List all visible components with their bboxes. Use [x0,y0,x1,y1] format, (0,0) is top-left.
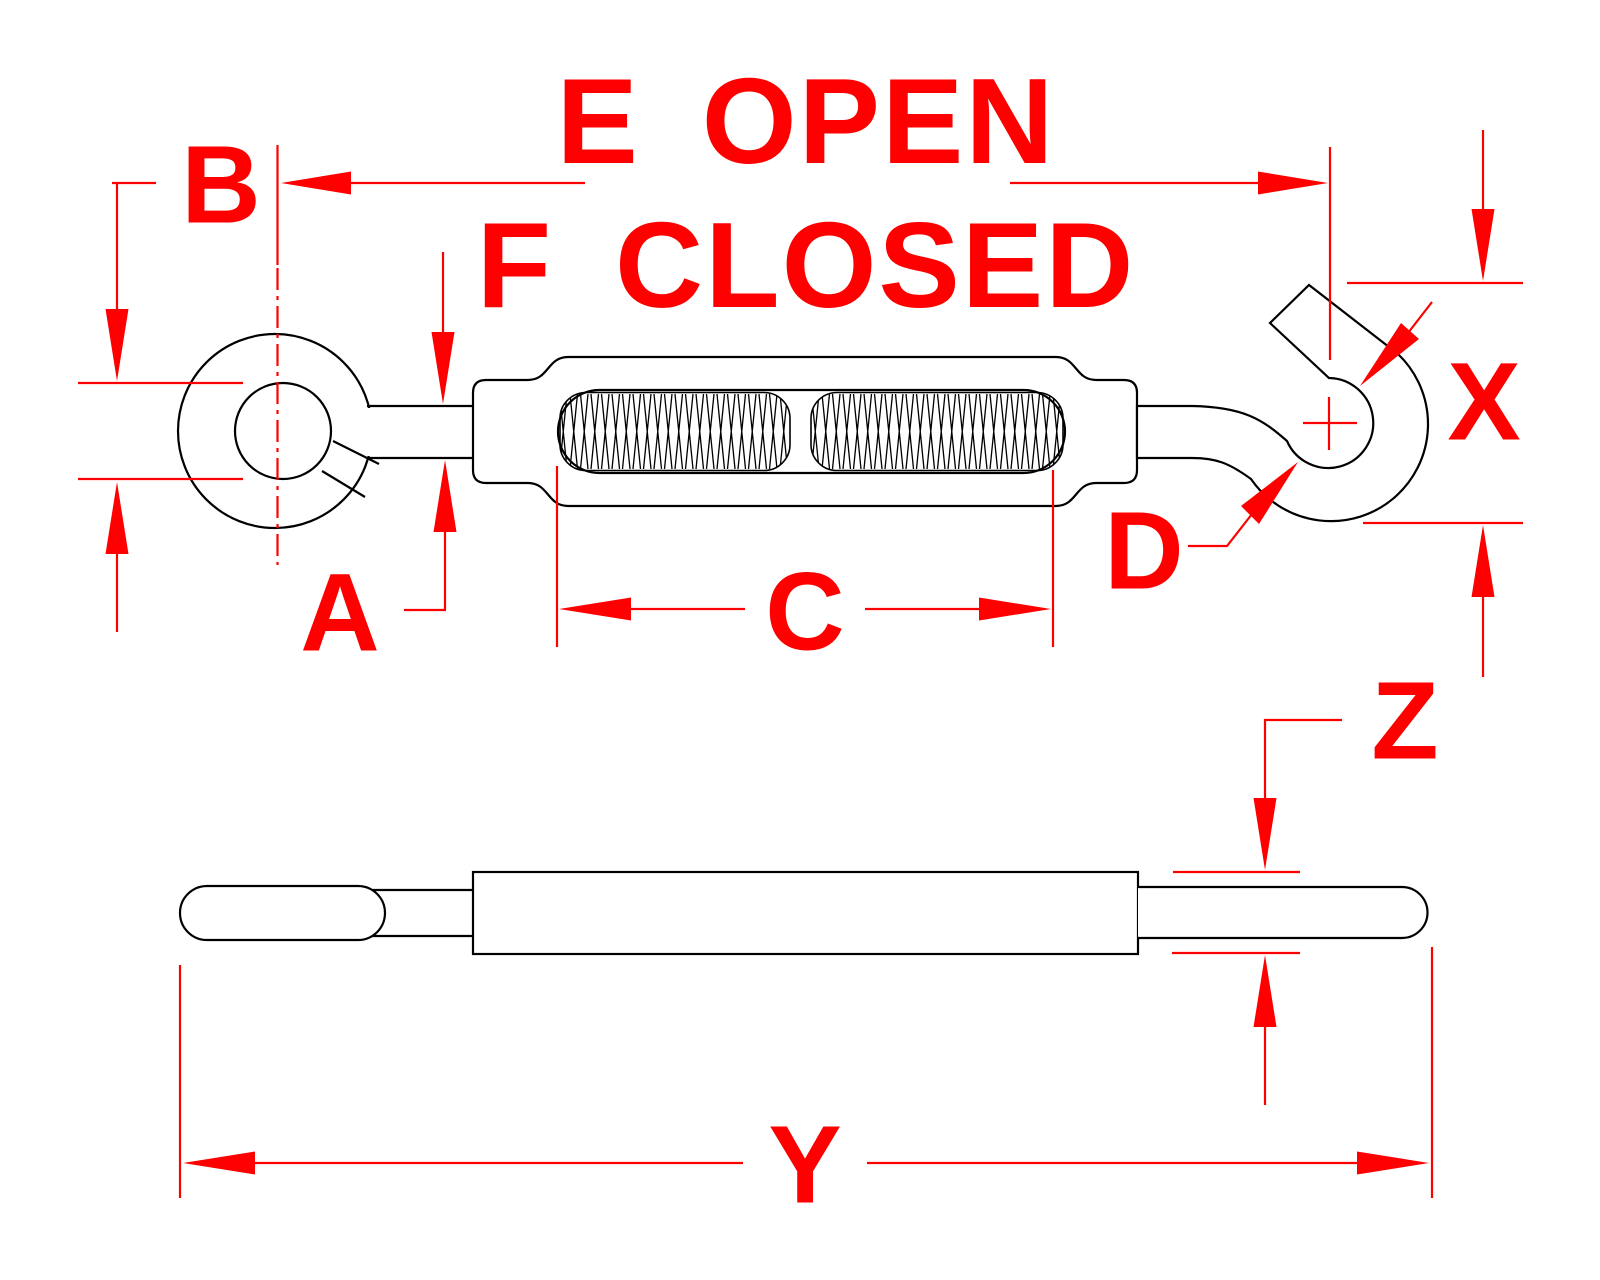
a-leader [404,252,447,612]
y-extension-lines [178,947,1434,1198]
eye-inner-diameter-label: B [181,124,260,247]
z-leader [1263,718,1342,1105]
c-arrow-right [979,597,1051,621]
dimension-arrowheads [105,171,1495,1175]
side-view [178,870,1429,956]
y-arrow-left [183,1151,255,1175]
overall-length-label: Y [768,1104,841,1227]
dimension-labels: E OPEN F CLOSED B A C D X Y Z [181,53,1520,1227]
c-arrow-left [559,597,631,621]
side-rod-right [1138,885,1429,940]
b-arrow-up [105,482,129,554]
wire-diameter-label: A [300,552,379,675]
hook-height-label: X [1447,341,1520,464]
d-arrow-lower [1241,462,1298,524]
side-body [471,870,1140,956]
d-arrow-upper [1360,323,1419,386]
eye-inner-circle [233,381,333,481]
open-length-label: E OPEN [556,53,1055,189]
eye-wire-seam [321,440,380,498]
eye-shank-mask [366,408,476,456]
d-leader-lower [1188,513,1253,548]
a-arrow-down [431,332,455,404]
b-arrow-down [105,309,129,381]
body-thickness-label: Z [1371,660,1438,783]
ef-arrow-right [1258,171,1328,195]
b-extension-lines [78,381,243,481]
x-arrow-up [1471,525,1495,597]
ef-arrow-left [281,171,351,195]
eye-shank [367,404,474,460]
hook-opening-label: D [1104,490,1183,613]
threaded-rod-right [810,391,1064,472]
x-extension-lines [1347,281,1523,525]
a-arrow-up [433,460,457,532]
hook-center-cross [1303,397,1357,450]
y-arrow-right [1357,1151,1429,1175]
x-arrow-down [1471,209,1495,281]
thread-takeup-label: C [765,551,844,674]
closed-length-label: F CLOSED [477,197,1136,333]
side-eye-flat [178,884,387,942]
z-extension-lines [1172,870,1300,955]
b-leader [112,181,156,632]
z-arrow-up [1253,955,1277,1027]
d-leader-upper [1407,301,1433,334]
threaded-rod-left [559,391,791,472]
side-rod-left [372,888,474,938]
z-arrow-down [1253,798,1277,870]
dimension-graphics [78,130,1523,1198]
c-extension-lines [555,466,1055,647]
